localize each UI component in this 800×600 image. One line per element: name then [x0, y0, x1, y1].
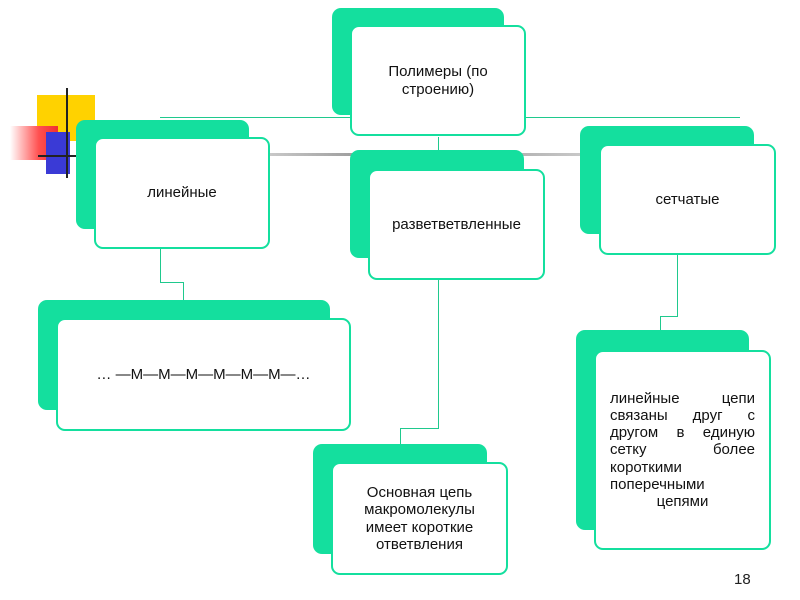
- type-node-network-label: сетчатые: [655, 190, 720, 208]
- detail-node-linear: … —М—М—М—М—М—М—…: [56, 318, 351, 431]
- type-node-branched-label: разветветвленные: [392, 215, 521, 233]
- connector: [183, 282, 184, 300]
- detail-node-linear-text: … —М—М—М—М—М—М—…: [96, 365, 311, 383]
- connector: [677, 255, 678, 317]
- connector: [660, 316, 678, 317]
- connector: [660, 316, 661, 330]
- detail-node-network: линейные цепи связаны друг с другом в ед…: [594, 350, 771, 550]
- detail-node-branched-text: Основная цепь макромолекулы имеет коротк…: [364, 484, 475, 553]
- root-node-label: Полимеры (по строению): [388, 63, 488, 98]
- decor-hline: [38, 155, 98, 157]
- type-node-network: сетчатые: [599, 144, 776, 255]
- detail-node-branched: Основная цепь макромолекулы имеет коротк…: [331, 462, 508, 575]
- decor-vline: [66, 88, 68, 178]
- detail-node-network-text: линейные цепи связаны друг с другом в ед…: [610, 389, 755, 511]
- root-node: Полимеры (по строению): [350, 25, 526, 136]
- connector: [438, 137, 439, 150]
- connector: [438, 280, 439, 428]
- connector: [400, 428, 401, 444]
- slide-number: 18: [734, 571, 751, 588]
- type-node-branched: разветветвленные: [368, 169, 545, 280]
- connector: [160, 282, 184, 283]
- type-node-linear: линейные: [94, 137, 270, 249]
- connector: [160, 248, 161, 282]
- connector: [400, 428, 439, 429]
- type-node-linear-label: линейные: [147, 184, 217, 202]
